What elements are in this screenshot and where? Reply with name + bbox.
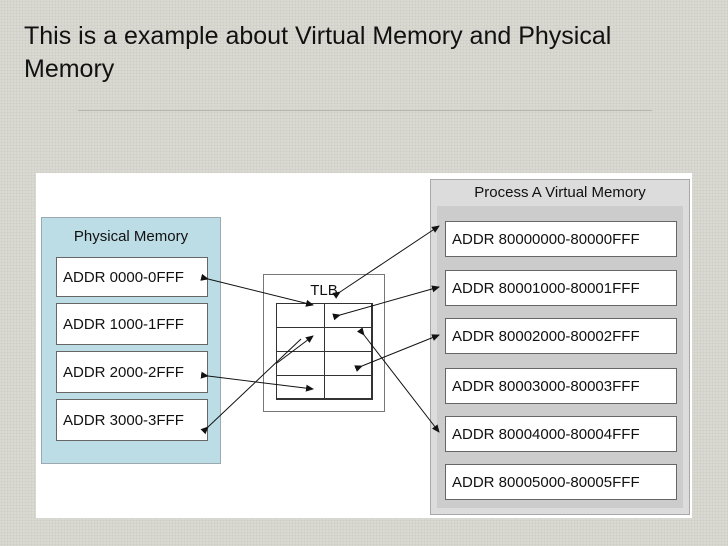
tlb-table	[276, 303, 373, 400]
tlb-cell	[276, 327, 325, 352]
tlb-box: TLB	[263, 274, 385, 412]
physical-memory-panel: Physical Memory ADDR 0000-0FFF ADDR 1000…	[41, 217, 221, 464]
tlb-cell	[276, 351, 325, 376]
title-divider	[78, 110, 652, 111]
memory-mapping-diagram: Physical Memory ADDR 0000-0FFF ADDR 1000…	[36, 173, 692, 518]
tlb-cell	[324, 303, 373, 328]
physical-block-1: ADDR 1000-1FFF	[56, 303, 208, 345]
tlb-cell	[276, 303, 325, 328]
tlb-label: TLB	[310, 282, 338, 299]
physical-block-3: ADDR 3000-3FFF	[56, 399, 208, 441]
tlb-cell	[324, 375, 373, 400]
physical-block-0: ADDR 0000-0FFF	[56, 257, 208, 297]
tlb-cell	[324, 351, 373, 376]
virtual-block-3: ADDR 80003000-80003FFF	[445, 368, 677, 404]
virtual-block-1: ADDR 80001000-80001FFF	[445, 270, 677, 306]
virtual-memory-panel: Process A Virtual Memory ADDR 80000000-8…	[430, 179, 690, 515]
virtual-block-4: ADDR 80004000-80004FFF	[445, 416, 677, 452]
virtual-block-0: ADDR 80000000-80000FFF	[445, 221, 677, 257]
virtual-memory-label: Process A Virtual Memory	[474, 184, 646, 201]
physical-memory-label: Physical Memory	[73, 228, 189, 245]
slide-title: This is a example about Virtual Memory a…	[24, 22, 612, 83]
tlb-cell	[324, 327, 373, 352]
tlb-cell	[276, 375, 325, 400]
virtual-memory-area: ADDR 80000000-80000FFF ADDR 80001000-800…	[437, 206, 683, 508]
virtual-block-5: ADDR 80005000-80005FFF	[445, 464, 677, 500]
physical-block-2: ADDR 2000-2FFF	[56, 351, 208, 393]
virtual-block-2: ADDR 80002000-80002FFF	[445, 318, 677, 354]
